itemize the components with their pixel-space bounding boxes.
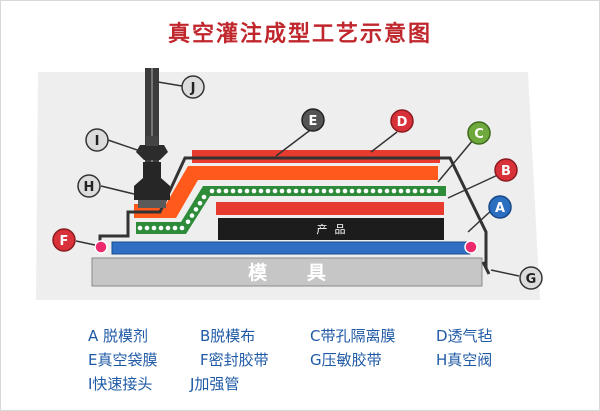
perforation-dot [137, 225, 143, 231]
callout-A: A [488, 195, 512, 219]
perforated-film-holes [137, 188, 439, 231]
sealant-tape-left [94, 240, 108, 254]
perforation-dot [230, 188, 236, 194]
perforation-dot [279, 188, 285, 194]
perforation-dot [314, 188, 320, 194]
perforation-dot [391, 188, 397, 194]
perforation-dot [293, 188, 299, 194]
callout-J: J [181, 75, 205, 99]
perforation-dot [189, 213, 195, 218]
perforation-dot [342, 188, 348, 194]
perforation-dot [328, 188, 334, 194]
perforation-dot [384, 188, 390, 194]
perforation-dot [335, 188, 341, 194]
callout-E: E [301, 108, 325, 132]
perforation-dot [237, 188, 243, 194]
legend-item-g: G压敏胶带 [310, 351, 382, 369]
perforation-dot [151, 225, 157, 231]
peel-ply-layer [216, 202, 444, 215]
callout-F: F [52, 228, 76, 252]
legend-item-d: D透气毡 [436, 327, 493, 345]
perforation-dot [307, 188, 313, 194]
perforation-dot [209, 188, 215, 194]
svg-text:I: I [95, 134, 100, 149]
legend-item-a: A 脱模剂 [88, 327, 149, 345]
page-title: 真空灌注成型工艺示意图 [167, 22, 432, 47]
perforation-dot [377, 188, 383, 194]
perforation-dot [286, 188, 292, 194]
perforation-dot [193, 207, 199, 212]
perforation-dot [356, 188, 362, 194]
svg-text:D: D [397, 115, 408, 130]
perforation-dot [370, 188, 376, 194]
perforation-dot [419, 188, 425, 194]
svg-text:J: J [190, 81, 196, 96]
pressure-tape [481, 261, 491, 275]
svg-text:E: E [309, 114, 318, 129]
legend-item-j: J加强管 [190, 375, 240, 393]
perforation-dot [272, 188, 278, 194]
product-layer [218, 218, 444, 240]
svg-text:F: F [60, 234, 69, 249]
svg-text:B: B [501, 164, 511, 179]
perforation-dot [144, 225, 150, 231]
perforation-dot [363, 188, 369, 194]
perforation-dot [179, 225, 185, 231]
vacuum-valve [134, 162, 170, 200]
legend-item-h: H真空阀 [436, 351, 493, 369]
callout-B: B [494, 158, 518, 182]
perforation-dot [251, 188, 257, 194]
svg-text:H: H [84, 180, 95, 195]
legend-item-i: I快速接头 [88, 375, 153, 393]
perforation-dot [433, 188, 439, 194]
legend-item-e: E真空袋膜 [88, 351, 158, 369]
perforation-dot [405, 188, 411, 194]
perforation-dot [172, 225, 178, 231]
perforation-dot [258, 188, 264, 194]
perforation-dot [165, 225, 171, 231]
callout-C: C [467, 121, 491, 145]
perforation-dot [426, 188, 432, 194]
legend-item-c: C带孔隔离膜 [310, 327, 396, 345]
perforation-dot [321, 188, 327, 194]
svg-text:A: A [495, 201, 505, 216]
svg-text:G: G [526, 272, 537, 287]
perforation-dot [349, 188, 355, 194]
sealant-tape-right [464, 240, 478, 254]
perforation-dot [398, 188, 404, 194]
legend-item-f: F密封胶带 [200, 351, 269, 369]
mold-label: 模 具 [248, 261, 326, 284]
mold-base [91, 257, 483, 287]
perforation-dot [412, 188, 418, 194]
perforation-dot [197, 200, 203, 206]
perforation-dot [201, 194, 207, 200]
callout-I: I [85, 128, 109, 152]
breather-layer [134, 166, 438, 218]
product-label: 产 品 [317, 222, 346, 236]
release-agent-layer [111, 241, 471, 255]
quick-connector [136, 145, 168, 160]
perforation-dot [300, 188, 306, 194]
perforation-dot [158, 225, 164, 231]
perforation-dot [223, 188, 229, 194]
perforation-dot [244, 188, 250, 194]
perforation-dot [185, 219, 191, 225]
callout-G: G [519, 266, 543, 290]
legend-item-b: B脱模布 [200, 327, 256, 345]
leader-lines [75, 81, 520, 277]
perforation-dot [265, 188, 271, 194]
callout-H: H [77, 174, 101, 198]
vacuum-bag-film [98, 156, 488, 268]
perforation-dot [216, 188, 222, 194]
svg-text:C: C [474, 127, 484, 142]
callout-D: D [390, 109, 414, 133]
